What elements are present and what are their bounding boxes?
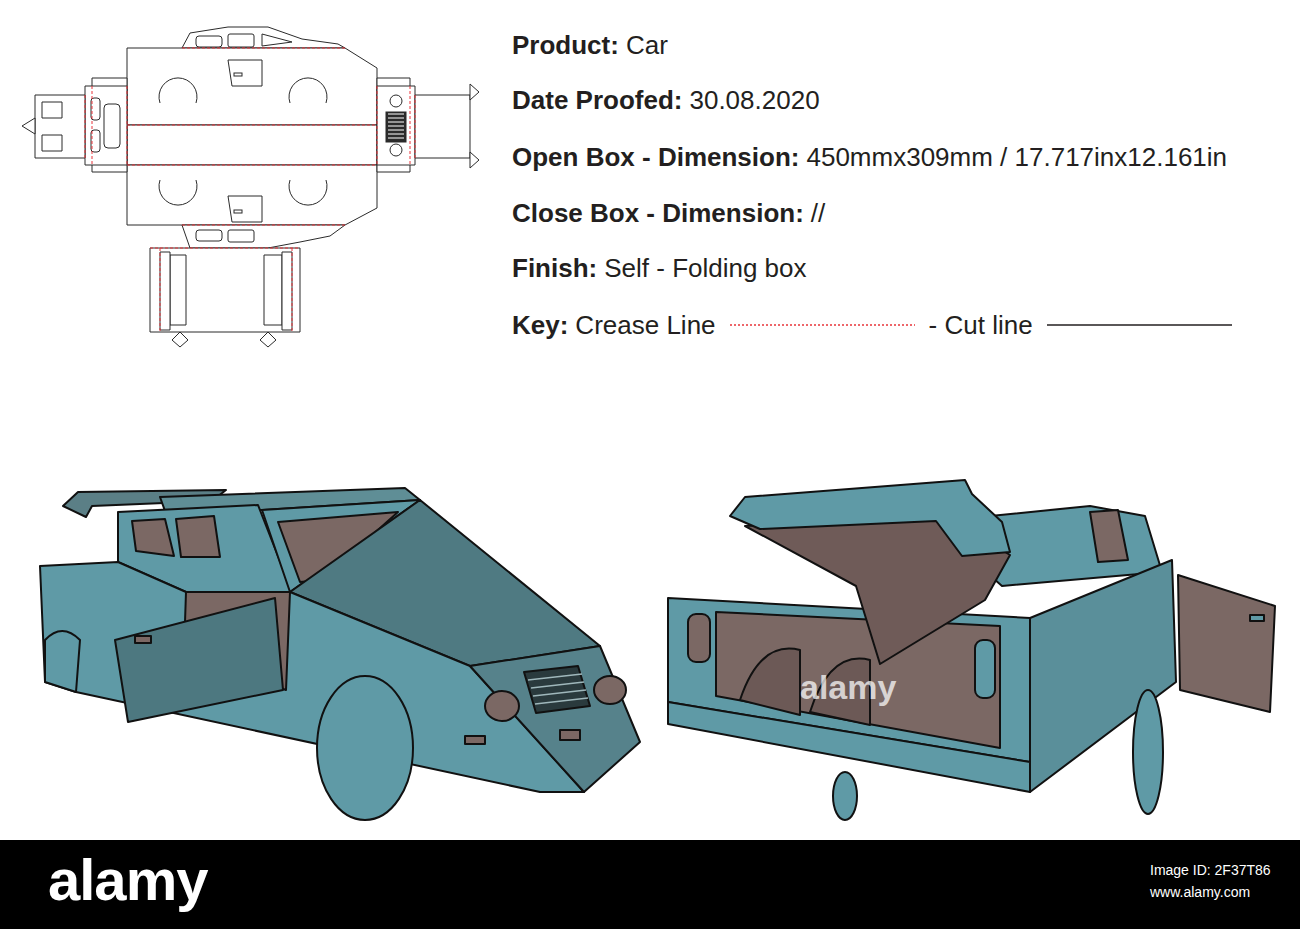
spec-value: // bbox=[811, 198, 825, 228]
spec-row: Finish:Self - Folding box bbox=[512, 251, 807, 285]
spec-row: Close Box - Dimension:// bbox=[512, 196, 825, 230]
car-rear-view bbox=[668, 480, 1275, 820]
spec-key: Date Proofed: bbox=[512, 85, 682, 115]
spec-value: 450mmx309mm / 17.717inx12.161in bbox=[806, 142, 1227, 172]
crease-line-sample bbox=[730, 322, 915, 328]
image-url: www.alamy.com bbox=[1150, 884, 1250, 900]
spec-row: Product:Car bbox=[512, 28, 668, 62]
car-front-view bbox=[40, 488, 640, 820]
cut-line-sample bbox=[1047, 322, 1232, 328]
key-title: Key: bbox=[512, 310, 568, 340]
legend-text: Crease Line bbox=[575, 310, 715, 340]
spec-key: Close Box - Dimension: bbox=[512, 198, 804, 228]
watermark: alamy bbox=[800, 668, 896, 707]
spec-value: Car bbox=[626, 30, 668, 60]
image-id: Image ID: 2F37T86 bbox=[1150, 862, 1271, 878]
crease-lines bbox=[85, 48, 415, 332]
spec-key: Product: bbox=[512, 30, 619, 60]
spec-value: 30.08.2020 bbox=[689, 85, 819, 115]
spec-key: Open Box - Dimension: bbox=[512, 142, 799, 172]
key-row: Key:Crease Line bbox=[512, 308, 716, 342]
spec-key: Finish: bbox=[512, 253, 597, 283]
legend-row: - Cut line bbox=[929, 308, 1033, 342]
dieline bbox=[22, 27, 479, 347]
legend-text: - Cut line bbox=[929, 310, 1033, 340]
spec-row: Date Proofed:30.08.2020 bbox=[512, 83, 820, 117]
spec-row: Open Box - Dimension:450mmx309mm / 17.71… bbox=[512, 140, 1227, 174]
spec-value: Self - Folding box bbox=[604, 253, 806, 283]
watermark-logo: alamy bbox=[48, 846, 207, 913]
